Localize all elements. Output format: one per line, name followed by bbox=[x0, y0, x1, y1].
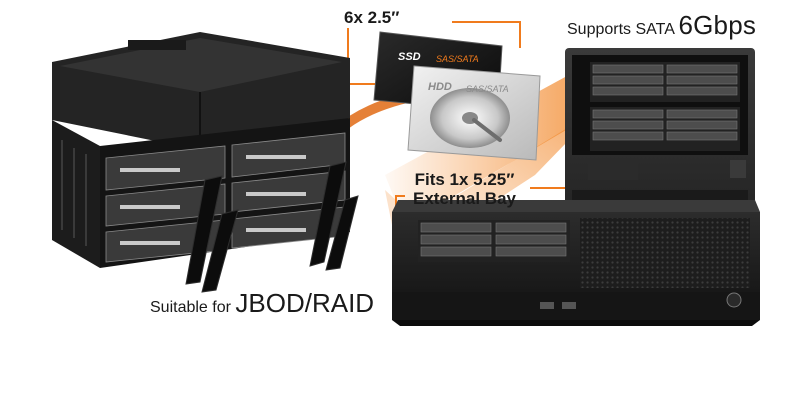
hdd-drive: HDD SAS/SATA bbox=[407, 65, 541, 161]
raid-caption-prefix: Suitable for bbox=[150, 299, 236, 316]
raid-caption-main: JBOD/RAID bbox=[235, 288, 375, 318]
sata-support-caption: Supports SATA 6Gbps bbox=[567, 10, 756, 41]
bay-fit-caption: Fits 1x 5.25″ External Bay bbox=[413, 170, 516, 208]
raid-caption: Suitable for JBOD/RAID bbox=[150, 288, 374, 319]
ssd-type-label: SSD bbox=[398, 51, 421, 63]
hdd-type-label: HDD bbox=[428, 81, 452, 93]
drive-count-caption: 6x 2.5″ bbox=[344, 8, 400, 27]
sata-speed: 6Gbps bbox=[678, 10, 757, 40]
bay-fit-line2: External Bay bbox=[413, 189, 516, 208]
callout-drive-count-right bbox=[452, 21, 521, 48]
hdd-interface-label: SAS/SATA bbox=[466, 84, 509, 94]
desktop-case bbox=[392, 200, 760, 326]
sata-support-prefix: Supports SATA bbox=[567, 21, 679, 38]
ssd-interface-label: SAS/SATA bbox=[436, 54, 479, 64]
mobile-rack-enclosure bbox=[52, 32, 359, 293]
bay-fit-line1: Fits 1x 5.25″ bbox=[414, 170, 515, 189]
